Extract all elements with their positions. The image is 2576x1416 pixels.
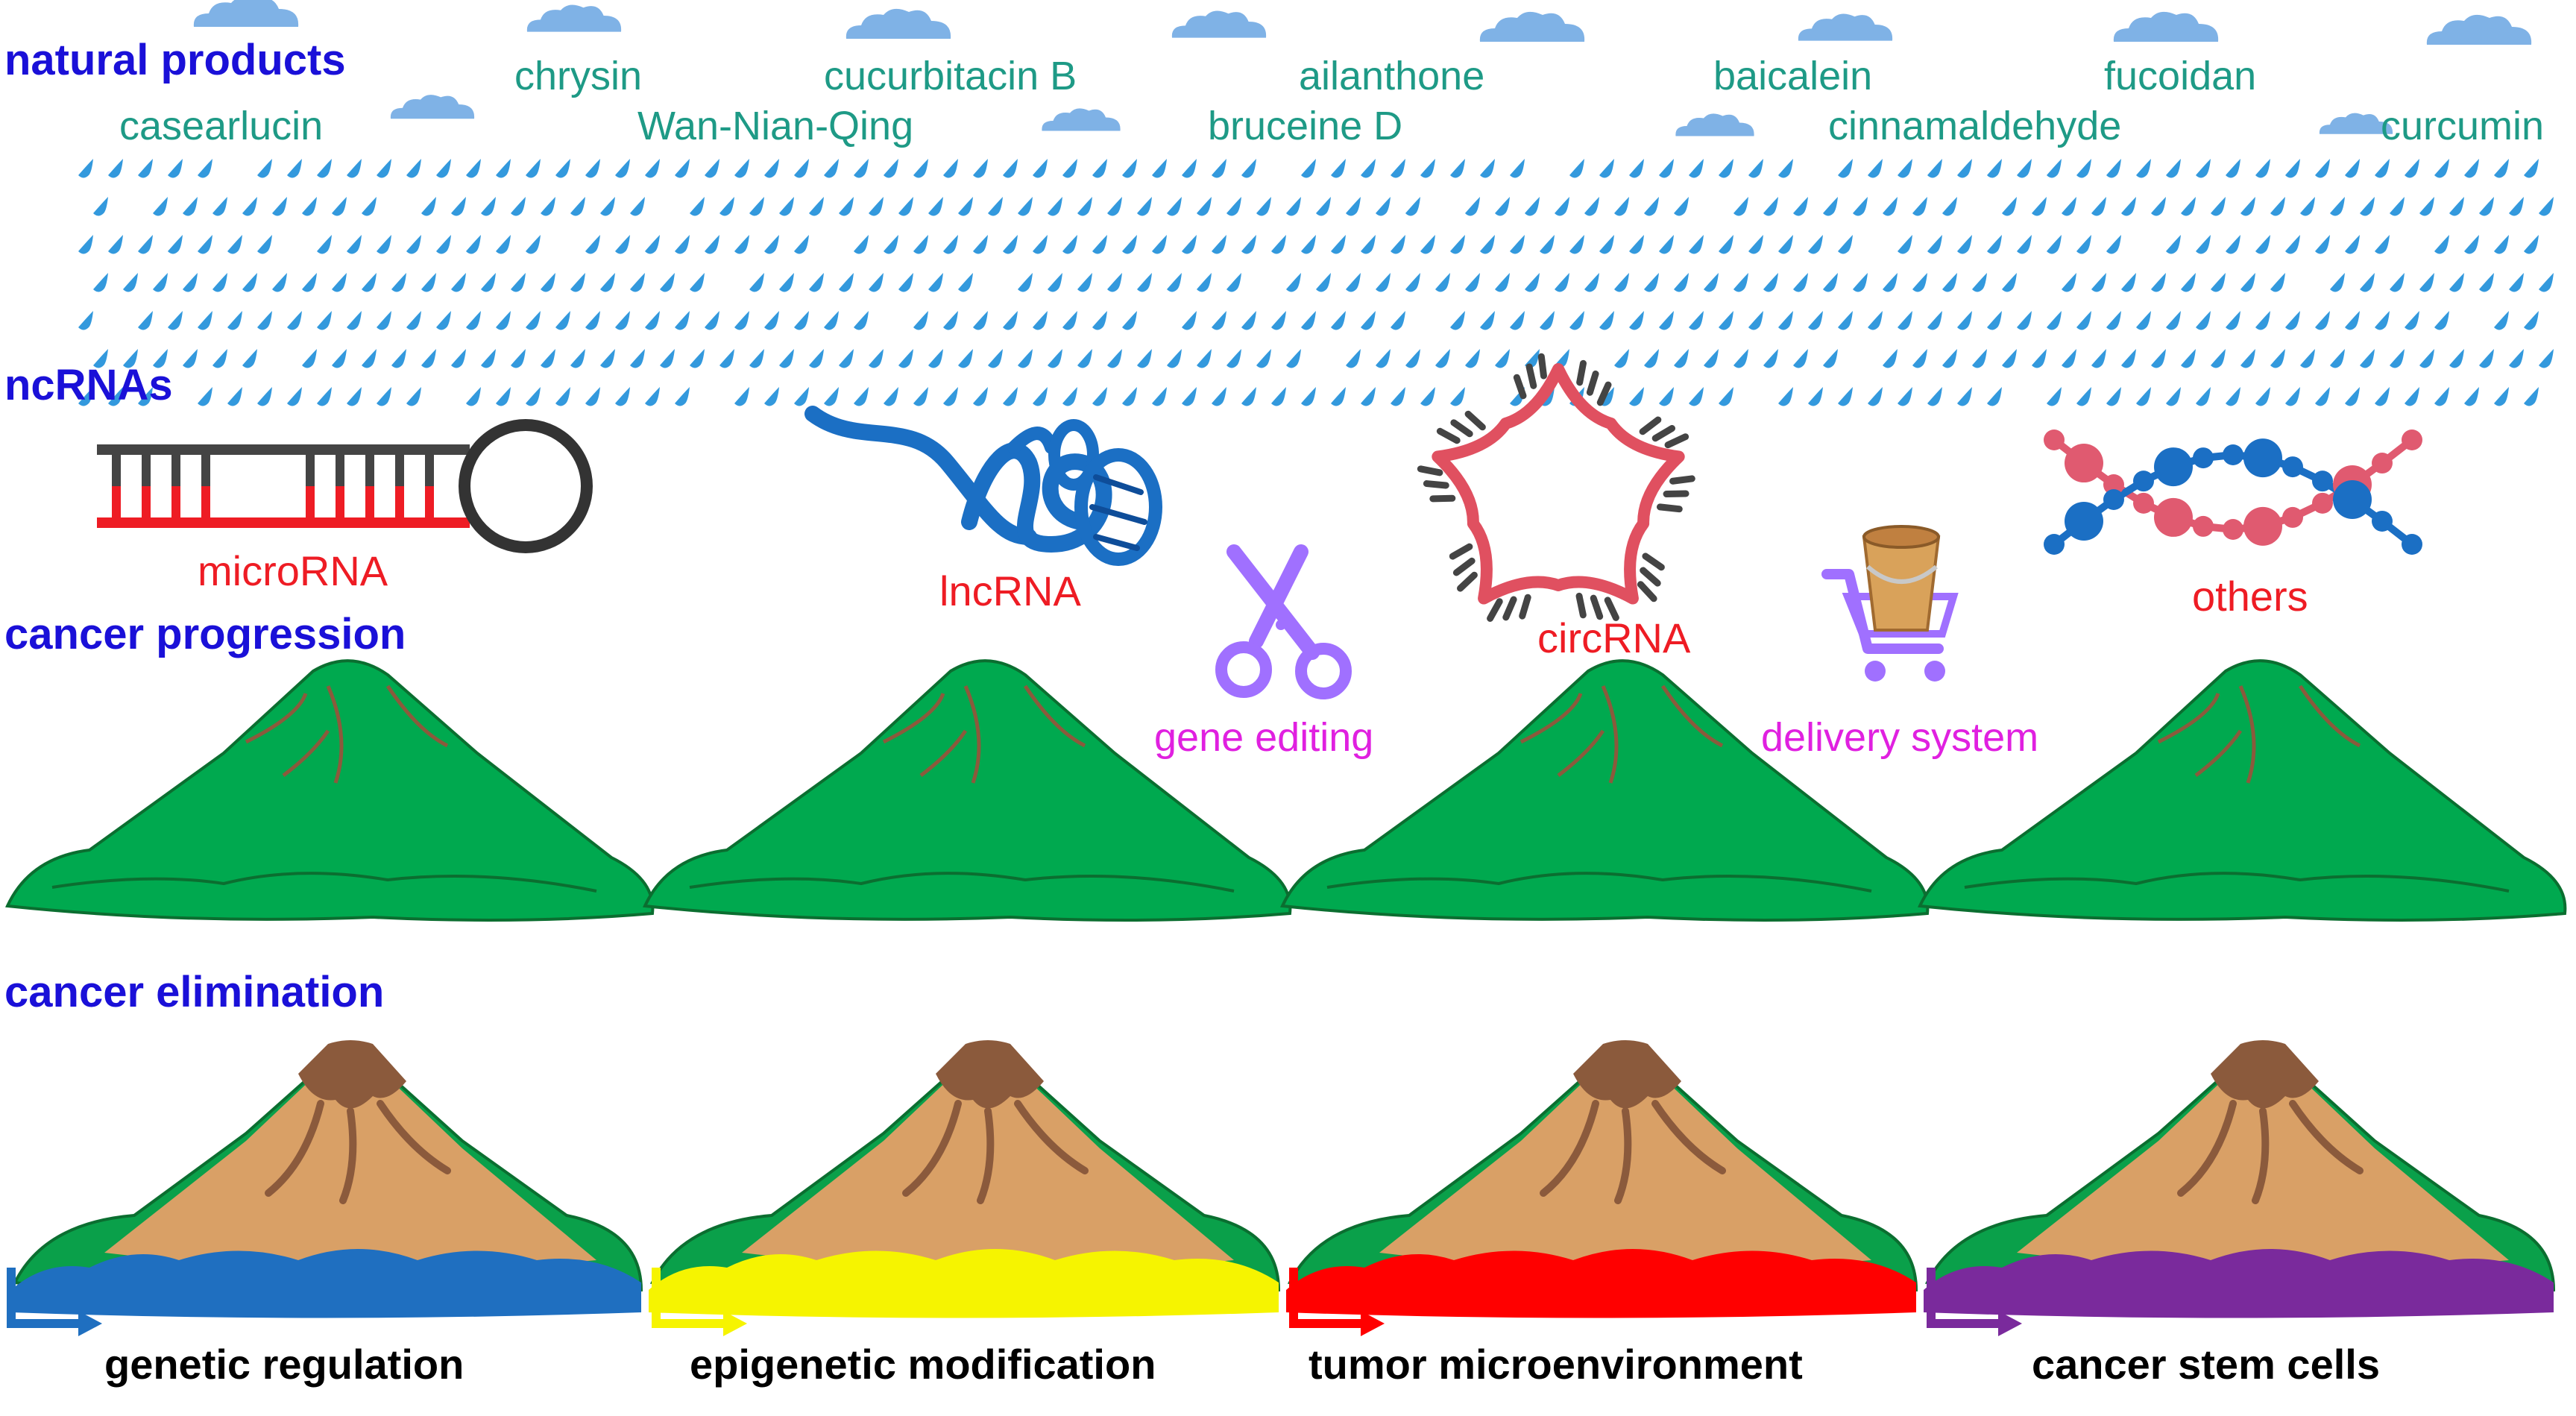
section-cancer-elimination: cancer elimination [4, 971, 384, 1014]
green-mountain-icon [1920, 661, 2565, 920]
label-circrna: circRNA [1537, 617, 1690, 659]
product-cinnamaldehyde: cinnamaldehyde [1828, 106, 2121, 146]
label-others: others [2192, 576, 2308, 617]
product-ailanthone: ailanthone [1299, 56, 1484, 96]
caption-genetic-regulation: genetic regulation [104, 1344, 464, 1385]
volcano-icon [11, 1040, 641, 1318]
cloud-icon [391, 95, 474, 119]
cloud-icon [1675, 113, 1754, 136]
cloud-icon [527, 4, 621, 31]
caption-cancer-stem-cells: cancer stem cells [2032, 1344, 2380, 1385]
caption-tumor-microenvironment: tumor microenvironment [1309, 1344, 1803, 1385]
product-chrysin: chrysin [514, 56, 642, 96]
elimination-volcanoes [11, 1040, 2554, 1318]
cloud-icon [2427, 15, 2531, 45]
section-natural-products: natural products [4, 39, 346, 82]
product-fucoidan: fucoidan [2104, 56, 2256, 96]
caption-epigenetic-modification: epigenetic modification [690, 1344, 1156, 1385]
cloud-icon [1172, 10, 1266, 37]
label-microrna: microRNA [198, 550, 388, 592]
cloud-icon [846, 9, 951, 39]
label-gene-editing: gene editing [1154, 717, 1373, 758]
progression-mountains [7, 661, 2565, 920]
label-lncrna: lncRNA [939, 570, 1081, 612]
green-mountain-icon [1282, 661, 1927, 920]
lncrna-icon [813, 414, 1156, 559]
cloud-icon [1798, 13, 1892, 40]
product-curcumin: curcumin [2381, 106, 2544, 146]
cloud-icon [1042, 108, 1120, 130]
scissors-icon [1221, 552, 1346, 693]
volcano-icon [1924, 1040, 2554, 1318]
label-delivery-system: delivery system [1761, 717, 2038, 758]
microrna-hairpin-icon [97, 425, 587, 547]
cloud-icon [1480, 12, 1584, 42]
section-ncrnas: ncRNAs [4, 364, 173, 407]
product-bruceine-d: bruceine D [1208, 106, 1402, 146]
volcano-icon [649, 1040, 1279, 1318]
product-casearlucin: casearlucin [119, 106, 323, 146]
volcano-icon [1286, 1040, 1916, 1318]
rain-drops [78, 159, 2554, 406]
cloud-icon [194, 0, 298, 27]
green-mountain-icon [645, 661, 1290, 920]
shopping-cart-icon [1827, 526, 1953, 682]
section-cancer-progression: cancer progression [4, 613, 406, 656]
others-rna-icon [2044, 429, 2422, 555]
green-mountain-icon [7, 661, 652, 920]
cloud-icon [2114, 12, 2218, 42]
product-cucurbitacin-b: cucurbitacin B [824, 56, 1077, 96]
product-baicalein: baicalein [1713, 56, 1872, 96]
product-wan-nian-qing: Wan-Nian-Qing [637, 106, 913, 146]
